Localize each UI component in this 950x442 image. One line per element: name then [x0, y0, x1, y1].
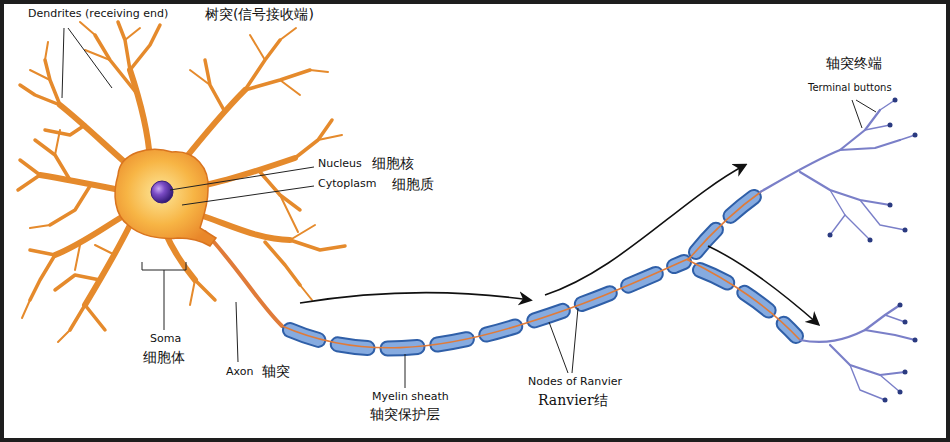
part-label-zh: 树突(信号接收端) [205, 6, 314, 22]
part-label-zh: 细胞体 [143, 349, 185, 365]
signal-arrows [300, 165, 818, 324]
part-label-en: Cytoplasm [318, 178, 376, 191]
part-label-en: Myelin sheath [372, 391, 449, 404]
part-label-en: Terminal buttons [808, 82, 892, 94]
dendrite-branches [18, 22, 345, 330]
part-label-en: Soma [150, 333, 181, 346]
part-label-zh: 轴突保护层 [370, 406, 440, 422]
part-label-en: Nucleus [318, 158, 362, 171]
soma [115, 149, 216, 246]
dendrites [18, 22, 345, 342]
terminal-buttons [828, 98, 918, 403]
leader-lines [62, 28, 876, 388]
part-label-en: Axon [226, 366, 253, 379]
part-label-zh: 轴突 [262, 363, 290, 379]
part-label-zh: 轴突终端 [826, 55, 882, 71]
part-label-zh: Ranvier结 [538, 392, 608, 408]
axon-core [282, 191, 800, 348]
dendrite-twigs [22, 22, 342, 342]
dendrite-trunks [40, 70, 295, 305]
myelin-fill [290, 194, 796, 349]
axon-hillock [205, 232, 282, 326]
myelin-outline [290, 194, 796, 349]
part-label-zh: 细胞质 [392, 176, 434, 192]
myelin-sheath [282, 191, 800, 349]
axon-terminals [760, 100, 915, 400]
part-label-zh: 细胞核 [372, 155, 414, 171]
part-label-en: Nodes of Ranvier [528, 376, 622, 389]
part-label-en: Dendrites (receiving end) [28, 8, 168, 21]
nucleus [151, 181, 173, 203]
